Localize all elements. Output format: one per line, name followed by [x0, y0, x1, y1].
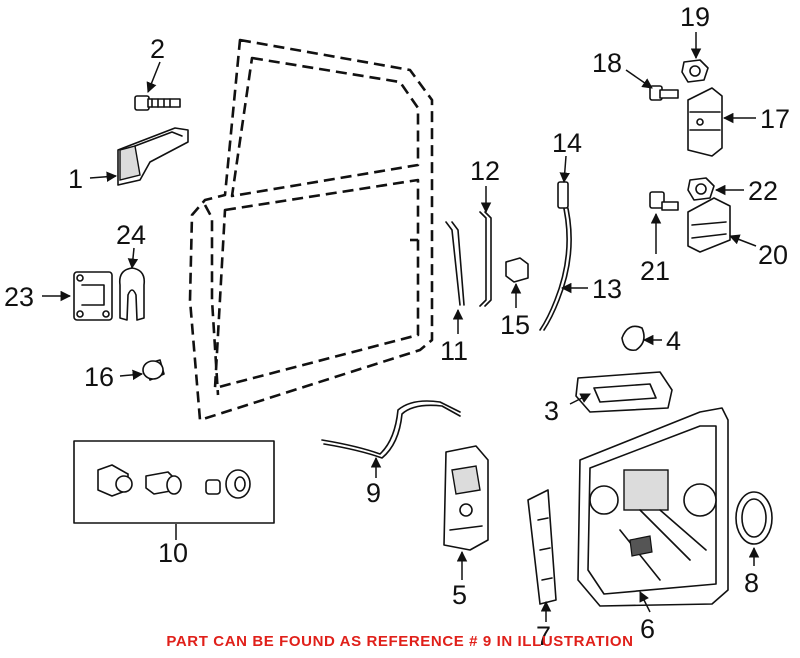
- callout-13: 13: [592, 274, 622, 304]
- door-latch: [443, 445, 489, 551]
- lower-hinge: [687, 197, 731, 253]
- callout-17: 17: [760, 104, 790, 134]
- callout-9: 9: [366, 478, 381, 508]
- callout-23: 23: [4, 282, 34, 312]
- bumper: [142, 359, 165, 381]
- door-module-carrier: [577, 407, 729, 607]
- striker: [73, 271, 113, 321]
- callout-4: 4: [666, 326, 681, 356]
- callout-12: 12: [470, 156, 500, 186]
- door-outline: [188, 38, 434, 422]
- callout-2: 2: [150, 34, 165, 64]
- inside-handle: [575, 371, 673, 413]
- callout-8: 8: [744, 568, 759, 598]
- cable-9: [321, 400, 461, 459]
- callout-24: 24: [116, 220, 146, 250]
- cap-4: [621, 325, 645, 352]
- callout-6: 6: [640, 614, 655, 644]
- bolt-2: [134, 95, 181, 111]
- cable-13: [539, 181, 572, 331]
- outside-handle: [117, 127, 189, 186]
- callout-14: 14: [552, 128, 582, 158]
- hinge-nut-19: [681, 59, 709, 83]
- callout-20: 20: [758, 240, 788, 270]
- rod-11: [445, 221, 465, 306]
- hinge-bolt-18: [649, 85, 679, 101]
- callout-22: 22: [748, 176, 778, 206]
- callout-15: 15: [500, 310, 530, 340]
- hinge-bolt-21: [649, 191, 679, 211]
- reference-notice: PART CAN BE FOUND AS REFERENCE # 9 IN IL…: [166, 633, 634, 650]
- speaker-ring: [735, 491, 773, 545]
- hinge-nut-22: [687, 177, 715, 201]
- callout-labels: 1 2 3 4 5 6 7 8 9 10 11 12 13 14 15 16 1…: [4, 2, 790, 651]
- callout-10: 10: [158, 538, 188, 568]
- callout-7: 7: [536, 621, 551, 651]
- callout-21: 21: [640, 256, 670, 286]
- callout-1: 1: [68, 164, 83, 194]
- callout-18: 18: [592, 48, 622, 78]
- callout-16: 16: [84, 362, 114, 392]
- striker-shim: [118, 267, 146, 321]
- leader-lines: [42, 32, 760, 622]
- module-seal: [527, 489, 557, 605]
- callout-19: 19: [680, 2, 710, 32]
- callout-5: 5: [452, 580, 467, 610]
- rod-12: [479, 211, 492, 307]
- callout-11: 11: [440, 336, 468, 366]
- upper-hinge: [687, 87, 723, 157]
- lock-cylinder-kit: [73, 440, 275, 524]
- clip-15: [505, 257, 529, 283]
- callout-3: 3: [544, 396, 559, 426]
